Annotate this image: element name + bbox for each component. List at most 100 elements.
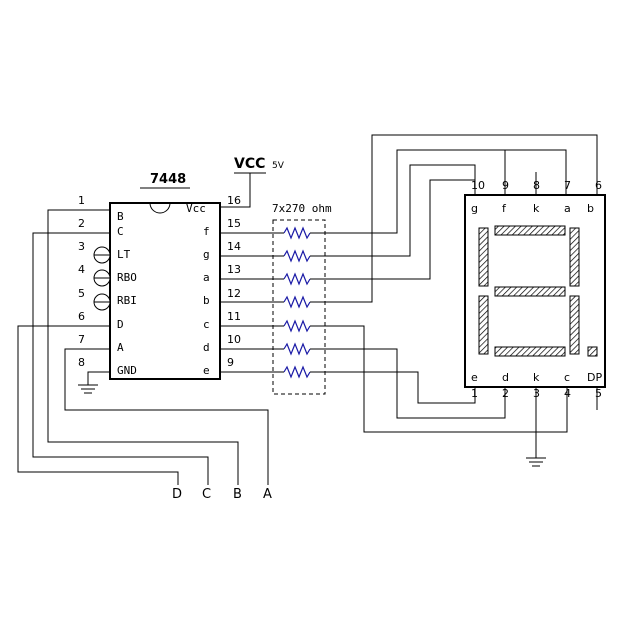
pin-label: D xyxy=(117,318,124,331)
pin-label: f xyxy=(203,225,210,238)
ground-symbol-display xyxy=(526,457,546,467)
resistor-pack: 7x270 ohm xyxy=(272,202,332,395)
input-a-label: A xyxy=(263,487,272,502)
input-b-label: B xyxy=(233,487,242,502)
wire-b-right xyxy=(310,134,598,303)
segment-dp xyxy=(587,346,598,357)
display-pin-number: 1 xyxy=(471,387,478,400)
wire-f-right xyxy=(310,149,506,234)
pin-number: 4 xyxy=(78,263,85,276)
ic-pin-16: 16 xyxy=(227,194,241,207)
display-pin-number: 10 xyxy=(471,179,485,192)
ic-pin-11: 11 c xyxy=(203,310,241,331)
display-pin-label: k xyxy=(533,202,540,215)
pin-number: 3 xyxy=(78,240,85,253)
segment-b xyxy=(569,227,580,287)
ic-vcc-pin-label: Vcc xyxy=(186,202,206,215)
display-pin-label: DP xyxy=(587,371,602,384)
segment-a xyxy=(494,225,566,236)
pin-number: 14 xyxy=(227,240,241,253)
pin-label: RBO xyxy=(117,271,137,284)
display-pin-number: 5 xyxy=(595,387,602,400)
segment-c xyxy=(569,295,580,355)
pin-number: 7 xyxy=(78,333,85,346)
ic-pin-1: 1 B xyxy=(78,194,124,223)
display-body xyxy=(464,194,606,388)
resistor-r5 xyxy=(283,319,311,333)
pin-number: 5 xyxy=(78,287,85,300)
wire-input-d xyxy=(17,325,179,485)
resistor-r1 xyxy=(283,226,311,240)
wire-input-c xyxy=(32,232,209,485)
vcc-wire xyxy=(220,173,251,208)
ic-pin-15: 15 f xyxy=(203,217,241,238)
ic-right-pins: 16 15 f 14 g 13 a 12 b 11 c xyxy=(203,194,241,377)
segment-wires xyxy=(220,134,598,458)
pin-label: RBI xyxy=(117,294,137,307)
display-pin-number: 6 xyxy=(595,179,602,192)
pin-number: 9 xyxy=(227,356,234,369)
display-pin-number: 7 xyxy=(564,179,571,192)
wire-ic-gnd xyxy=(87,371,110,385)
ic-pin-12: 12 b xyxy=(203,287,241,307)
ic-pin-4: 4 RBO xyxy=(78,263,137,284)
segment-f xyxy=(478,227,489,287)
display-pin-number: 2 xyxy=(502,387,509,400)
ic-pin-14: 14 g xyxy=(203,240,241,261)
ic-pin-7: 7 A xyxy=(78,333,124,354)
resistor-pack-label: 7x270 ohm xyxy=(272,202,332,215)
ic-pin-3: 3 LT xyxy=(78,240,131,261)
input-labels: D C B A xyxy=(172,487,272,502)
display-pin-label: d xyxy=(502,371,509,384)
segment-e xyxy=(478,295,489,355)
ic-pin-13: 13 a xyxy=(203,263,241,284)
wire-c-right xyxy=(310,325,568,433)
pin-number: 15 xyxy=(227,217,241,230)
pin-number: 11 xyxy=(227,310,241,323)
seven-segment-display: 10 9 8 7 6 g f k a b e d k c DP 1 2 3 4 … xyxy=(464,179,606,400)
display-pin-number: 8 xyxy=(533,179,540,192)
ic-pin-2: 2 C xyxy=(78,217,124,238)
display-pin-label: e xyxy=(471,371,478,384)
ic-7448: 7448 Vcc 1 B 2 C 3 LT 4 RBO 5 xyxy=(78,172,241,380)
pin-label: C xyxy=(117,225,124,238)
display-pin-number: 4 xyxy=(564,387,571,400)
pin-number: 12 xyxy=(227,287,241,300)
vcc-voltage: 5V xyxy=(272,161,285,171)
pin-number: 10 xyxy=(227,333,241,346)
display-pin-label: b xyxy=(587,202,594,215)
ic-notch xyxy=(149,202,171,214)
resistor-pack-outline xyxy=(272,219,326,395)
pin-label: g xyxy=(203,248,210,261)
wire-g-right xyxy=(310,164,476,257)
display-pin-label: k xyxy=(533,371,540,384)
ground-symbol-ic xyxy=(78,384,98,394)
resistor-r3 xyxy=(283,272,311,286)
segment-g xyxy=(494,286,566,297)
ic-left-pins: 1 B 2 C 3 LT 4 RBO 5 RBI 6 D xyxy=(78,194,137,377)
pin-number: 6 xyxy=(78,310,85,323)
pin-label: B xyxy=(117,210,124,223)
display-pin-number: 9 xyxy=(502,179,509,192)
ic-title: 7448 xyxy=(150,172,186,187)
pin-label: e xyxy=(203,364,210,377)
wire-a-top xyxy=(505,149,567,195)
pin-label: a xyxy=(203,271,210,284)
wire-input-b xyxy=(47,209,239,485)
pin-label: LT xyxy=(117,248,131,261)
ic-pin-9: 9 e xyxy=(203,356,234,377)
pin-label: b xyxy=(203,294,210,307)
resistor-r4 xyxy=(283,295,311,309)
resistor-r2 xyxy=(283,249,311,263)
vcc-label: VCC xyxy=(234,156,265,172)
pin-number: 2 xyxy=(78,217,85,230)
vcc-supply: VCC 5V xyxy=(220,156,285,208)
resistor-r7 xyxy=(283,365,311,379)
ic-pin-8: 8 GND xyxy=(78,356,137,377)
ic-pin-6: 6 D xyxy=(78,310,124,331)
display-pin-label: c xyxy=(564,371,570,384)
pin-label: GND xyxy=(117,364,137,377)
pin-number: 13 xyxy=(227,263,241,276)
ic-body xyxy=(109,202,221,380)
pin-number: 1 xyxy=(78,194,85,207)
